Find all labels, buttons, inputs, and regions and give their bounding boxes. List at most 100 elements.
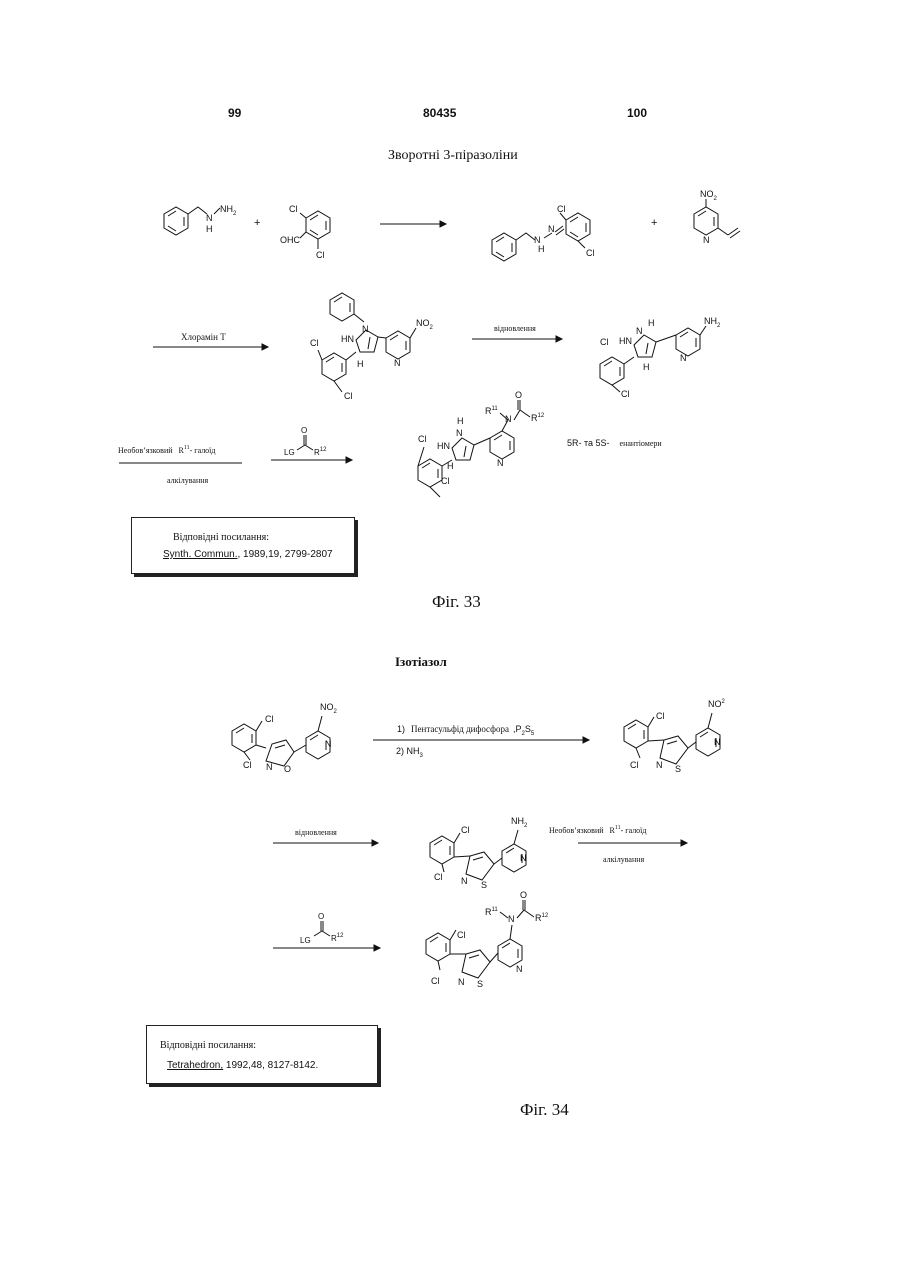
- svg-text:Cl: Cl: [600, 337, 609, 347]
- reference-citation: Tetrahedron, 1992,48, 8127-8142.: [167, 1060, 318, 1071]
- svg-text:Cl: Cl: [265, 714, 274, 724]
- svg-text:H: H: [538, 244, 545, 254]
- reaction-arrow-alkylation: Необов’язковийR11- галоїд алкілування: [118, 445, 242, 485]
- svg-text:R12: R12: [531, 413, 545, 423]
- svg-text:1)Пентасульфід дифосфора,P2S5: 1)Пентасульфід дифосфора,P2S5: [397, 724, 535, 737]
- reaction-arrow-chloramine: Хлорамін Т: [153, 332, 268, 350]
- svg-text:N: N: [325, 739, 332, 749]
- amino-isothiazole-structure: Cl Cl N S NH2 N: [430, 816, 528, 890]
- svg-text:NH2: NH2: [220, 204, 237, 217]
- svg-text:N: N: [636, 326, 643, 336]
- nitro-isothiazole-structure: Cl Cl N S NO2 N: [624, 699, 726, 774]
- reaction-arrow-reduction: відновлення: [472, 324, 562, 342]
- svg-text:R12: R12: [314, 447, 327, 457]
- amide-isothiazole-structure: Cl Cl N S N O R11 R12 N: [426, 890, 549, 989]
- svg-text:Cl: Cl: [316, 250, 325, 260]
- svg-text:NO2: NO2: [416, 318, 434, 331]
- svg-text:S: S: [675, 764, 681, 774]
- svg-text:N: N: [680, 353, 687, 363]
- svg-text:N: N: [497, 458, 504, 468]
- svg-text:NO2: NO2: [708, 699, 726, 709]
- svg-text:N: N: [516, 964, 523, 974]
- plus-sign: +: [254, 217, 260, 229]
- svg-text:Cl: Cl: [586, 248, 595, 258]
- svg-text:H: H: [643, 362, 650, 372]
- svg-text:S: S: [481, 880, 487, 890]
- svg-text:N: N: [520, 853, 527, 863]
- svg-text:H: H: [357, 359, 364, 369]
- amino-pyrazoline-structure: H N HN NH2 N H Cl Cl: [600, 316, 721, 399]
- svg-text:H: H: [447, 461, 454, 471]
- page-header: 99 80435 100: [0, 106, 900, 126]
- svg-text:Хлорамін Т: Хлорамін Т: [181, 332, 226, 342]
- svg-text:Cl: Cl: [461, 825, 470, 835]
- svg-text:Cl: Cl: [243, 760, 252, 770]
- nitro-pyrazoline-structure: HN N NO2 N H Cl Cl: [310, 293, 434, 401]
- svg-text:S: S: [477, 979, 483, 989]
- svg-text:R12: R12: [331, 933, 344, 943]
- svg-text:O: O: [520, 890, 527, 900]
- reaction-arrow-p2s5: 1)Пентасульфід дифосфора,P2S5 2) NH3: [373, 724, 589, 759]
- svg-text:Cl: Cl: [344, 391, 353, 401]
- svg-text:Cl: Cl: [441, 476, 450, 486]
- dichlorobenzaldehyde-structure: Cl OHC Cl: [280, 204, 330, 260]
- nitro-isoxazole-structure: Cl Cl N O NO2 N: [232, 702, 338, 774]
- svg-text:NO2: NO2: [320, 702, 338, 715]
- acyl-lg-reagent: O LG R12: [271, 426, 352, 463]
- svg-text:LG: LG: [284, 448, 295, 457]
- svg-text:алкілування: алкілування: [167, 476, 209, 485]
- reference-title: Відповідні посилання:: [173, 532, 269, 543]
- svg-text:NH2: NH2: [704, 316, 721, 329]
- svg-text:H: H: [206, 224, 213, 234]
- page-number-left: 99: [228, 106, 241, 120]
- enantiomers-label: 5R- та 5S-енантіомери: [567, 438, 662, 448]
- svg-text:H: H: [457, 416, 464, 426]
- svg-text:LG: LG: [300, 936, 311, 945]
- svg-text:Cl: Cl: [310, 338, 319, 348]
- hydrazone-structure: N H N Cl Cl: [492, 204, 595, 261]
- svg-text:Cl: Cl: [630, 760, 639, 770]
- svg-text:HN: HN: [619, 336, 632, 346]
- svg-text:Необов’язковийR11- галоїд: Необов’язковийR11- галоїд: [549, 825, 646, 835]
- svg-text:Cl: Cl: [557, 204, 566, 214]
- svg-text:N: N: [266, 762, 273, 772]
- svg-text:OHC: OHC: [280, 235, 301, 245]
- svg-text:NO2: NO2: [700, 189, 718, 202]
- reference-citation: Synth. Commun., 1989,19, 2799-2807: [163, 549, 333, 560]
- plus-sign: +: [651, 217, 657, 229]
- figure-34-scheme: Cl Cl N O NO2 N 1)Пентасульфід дифосфора…: [0, 690, 900, 1010]
- svg-text:N: N: [458, 977, 465, 987]
- svg-text:відновлення: відновлення: [295, 828, 337, 837]
- svg-text:N: N: [703, 235, 710, 245]
- svg-text:N: N: [508, 914, 515, 924]
- figure-33-title: Зворотні 3-піразоліни: [388, 148, 518, 164]
- svg-text:NH2: NH2: [511, 816, 528, 829]
- reference-box-33: Відповідні посилання: Synth. Commun., 19…: [131, 517, 355, 574]
- svg-text:алкілування: алкілування: [603, 855, 645, 864]
- svg-text:O: O: [301, 426, 307, 435]
- reference-title: Відповідні посилання:: [160, 1040, 256, 1051]
- svg-text:O: O: [284, 764, 291, 774]
- page-number-right: 100: [627, 106, 647, 120]
- svg-text:R11: R11: [485, 406, 498, 416]
- svg-text:HN: HN: [341, 334, 354, 344]
- journal-name: Tetrahedron,: [167, 1060, 223, 1071]
- svg-text:Cl: Cl: [656, 711, 665, 721]
- svg-text:O: O: [318, 912, 324, 921]
- svg-text:N: N: [714, 737, 721, 747]
- svg-text:відновлення: відновлення: [494, 324, 536, 333]
- figure-34-title: Ізотіазол: [395, 654, 447, 670]
- svg-text:N: N: [394, 358, 401, 368]
- svg-text:N: N: [505, 414, 512, 424]
- svg-text:R11: R11: [485, 907, 498, 917]
- svg-text:Cl: Cl: [289, 204, 298, 214]
- svg-text:N: N: [362, 324, 369, 334]
- reaction-arrow-reduction-34: відновлення: [273, 828, 378, 846]
- svg-text:Cl: Cl: [457, 930, 466, 940]
- journal-name: Synth. Commun.: [163, 549, 237, 560]
- svg-text:N: N: [656, 760, 663, 770]
- svg-text:R12: R12: [535, 913, 549, 923]
- patent-number: 80435: [423, 106, 456, 120]
- svg-text:N: N: [456, 428, 463, 438]
- svg-text:Cl: Cl: [434, 872, 443, 882]
